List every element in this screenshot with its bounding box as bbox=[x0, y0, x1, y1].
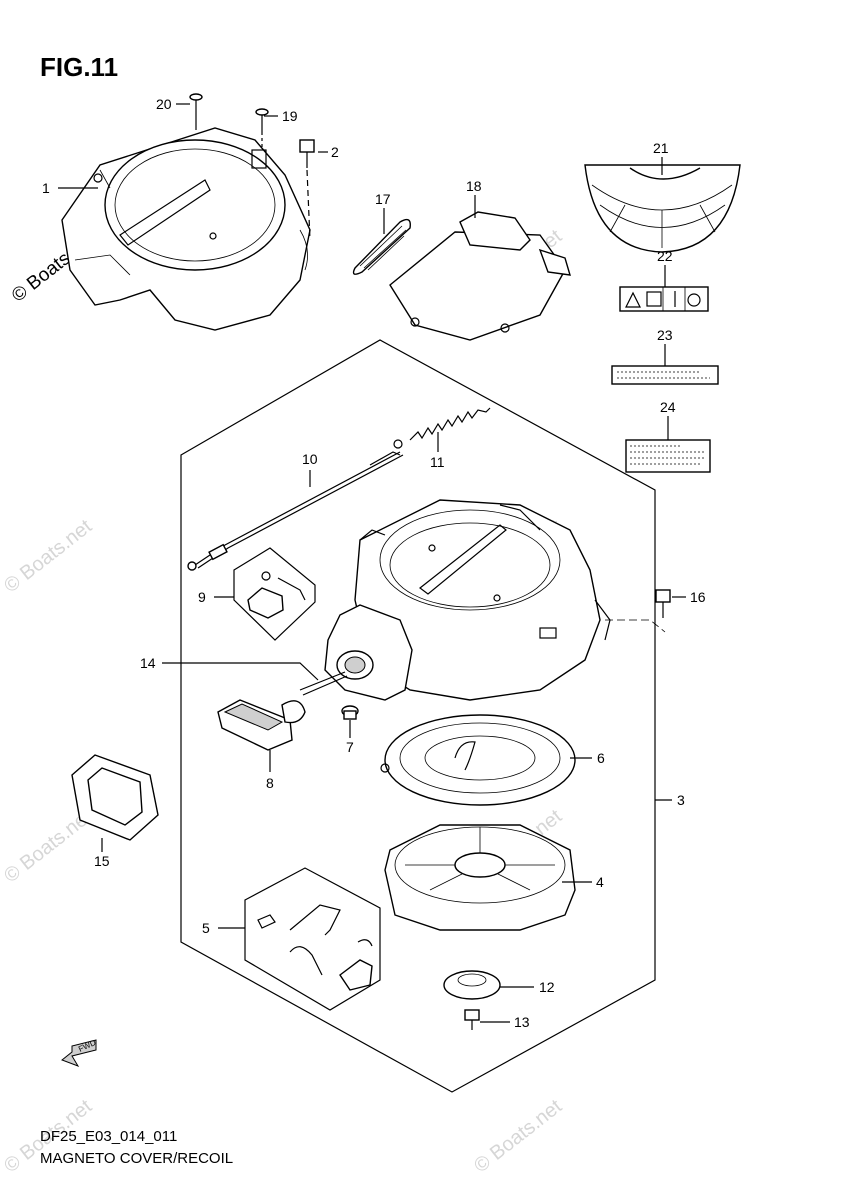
callout-3: 3 bbox=[677, 792, 685, 808]
screw-19 bbox=[255, 108, 269, 150]
part-bracket-kit bbox=[233, 547, 316, 641]
diagram-name: MAGNETO COVER/RECOIL bbox=[40, 1150, 234, 1167]
callout-10: 10 bbox=[302, 451, 318, 467]
part-label-arc bbox=[584, 164, 741, 253]
part-recoil-housing bbox=[354, 499, 666, 701]
callout-24: 24 bbox=[660, 399, 676, 415]
part-bushing bbox=[341, 705, 359, 720]
part-magneto-cover bbox=[61, 127, 311, 331]
callout-7: 7 bbox=[346, 739, 354, 755]
bolt-2 bbox=[299, 139, 315, 241]
callout-5: 5 bbox=[202, 920, 210, 936]
part-grille bbox=[352, 218, 411, 275]
screw-20 bbox=[189, 93, 203, 130]
callout-21: 21 bbox=[653, 140, 669, 156]
part-grommet bbox=[71, 754, 159, 841]
callout-6: 6 bbox=[597, 750, 605, 766]
callout-18: 18 bbox=[466, 178, 482, 194]
callout-2: 2 bbox=[331, 144, 339, 160]
part-ratchet-kit bbox=[244, 867, 381, 1011]
callout-13: 13 bbox=[514, 1014, 530, 1030]
callout-12: 12 bbox=[539, 979, 555, 995]
diagram-code: DF25_E03_014_011 bbox=[40, 1128, 178, 1145]
figure-title: FIG.11 bbox=[40, 52, 119, 82]
callout-20: 20 bbox=[156, 96, 172, 112]
bolt-13 bbox=[464, 1009, 480, 1030]
leader-lines bbox=[58, 103, 686, 1023]
callout-9: 9 bbox=[198, 589, 206, 605]
fwd-arrow-icon: FWD bbox=[61, 1038, 98, 1067]
part-cover-plate bbox=[389, 211, 571, 341]
part-warning-label bbox=[619, 286, 709, 312]
part-recoil-spring bbox=[380, 714, 576, 806]
part-starter-handle bbox=[217, 699, 306, 751]
callout-16: 16 bbox=[690, 589, 706, 605]
part-spring bbox=[409, 407, 491, 441]
part-cap bbox=[443, 970, 501, 1000]
part-label-23 bbox=[611, 365, 719, 385]
callout-17: 17 bbox=[375, 191, 391, 207]
callout-19: 19 bbox=[282, 108, 298, 124]
callout-11: 11 bbox=[430, 454, 445, 470]
part-cable bbox=[187, 439, 404, 571]
callout-23: 23 bbox=[657, 327, 673, 343]
callout-4: 4 bbox=[596, 874, 604, 890]
part-rope-guide bbox=[299, 604, 413, 701]
bolt-16 bbox=[655, 589, 671, 618]
part-label-24 bbox=[625, 439, 711, 473]
callout-15: 15 bbox=[94, 853, 110, 869]
part-reel bbox=[384, 824, 576, 931]
callout-labels: 1 2 3 4 5 6 7 8 9 10 11 12 13 14 15 16 1… bbox=[42, 96, 706, 1030]
callout-22: 22 bbox=[657, 248, 673, 264]
callout-1: 1 bbox=[42, 180, 50, 196]
assembly-boundary bbox=[180, 339, 656, 1093]
callout-14: 14 bbox=[140, 655, 156, 671]
callout-8: 8 bbox=[266, 775, 274, 791]
